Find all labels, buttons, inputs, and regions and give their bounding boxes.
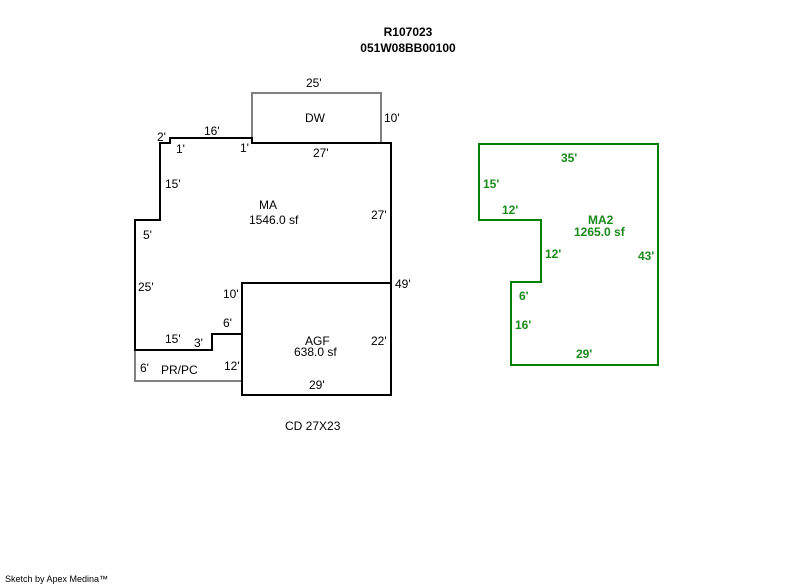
ma-dim-top-27: 27'	[313, 146, 329, 160]
ma-dim-right-49: 49'	[395, 277, 411, 291]
ma-dim-step-drop-2: 1'	[240, 141, 249, 155]
footer-credit: Sketch by Apex Medina™	[5, 574, 109, 584]
ma-dim-inner-10: 10'	[223, 287, 239, 301]
ma-dim-right-27: 27'	[371, 208, 387, 222]
agf-dim-right: 22'	[371, 334, 387, 348]
parcel-id: 051W08BB00100	[360, 41, 456, 55]
ma-dim-left-15: 15'	[165, 177, 181, 191]
ma-outline	[134, 137, 392, 351]
ma-dim-left-5: 5'	[143, 228, 152, 242]
agf-dim-left: 12'	[224, 359, 240, 373]
ma-dim-top-left-step: 2'	[157, 130, 166, 144]
dw-outline	[251, 92, 382, 143]
ma-label: MA	[259, 198, 277, 212]
ma2-dim-top: 35'	[561, 151, 577, 165]
ma-dim-top-16: 16'	[204, 124, 220, 138]
ma2-dim-step-12: 12'	[502, 203, 518, 217]
ma-dim-bottom-15: 15'	[165, 332, 181, 346]
ma2-dim-left-16: 16'	[515, 318, 531, 332]
ma2-dim-bottom: 29'	[576, 347, 592, 361]
prpc-outline	[134, 350, 242, 382]
dw-dim-right: 10'	[384, 111, 400, 125]
ma2-dim-left-15: 15'	[483, 177, 499, 191]
ma2-area: 1265.0 sf	[574, 225, 626, 239]
ma2-label: MA2	[588, 213, 614, 227]
ma-area: 1546.0 sf	[249, 213, 299, 227]
dw-dim-top: 25'	[306, 76, 322, 90]
agf-label: AGF	[305, 334, 330, 348]
agf-dim-bottom: 29'	[309, 378, 325, 392]
ma-dim-left-25: 25'	[138, 280, 154, 294]
record-id: R107023	[383, 25, 433, 39]
ma2-outline	[478, 143, 659, 366]
ma-dim-step-drop-1: 1'	[176, 142, 185, 156]
ma-dim-inner-6: 6'	[223, 316, 232, 330]
ma-dim-bottom-3: 3'	[194, 336, 203, 350]
prpc-label: PR/PC	[161, 363, 198, 377]
cd-annotation: CD 27X23	[285, 419, 341, 433]
ma2-dim-inner-12: 12'	[545, 247, 561, 261]
ma2-dim-right: 43'	[638, 249, 654, 263]
dw-label: DW	[305, 111, 326, 125]
ma2-dim-step-6: 6'	[519, 289, 529, 303]
agf-outline	[241, 282, 392, 396]
agf-area: 638.0 sf	[294, 345, 337, 359]
prpc-dim-left: 6'	[140, 361, 149, 375]
